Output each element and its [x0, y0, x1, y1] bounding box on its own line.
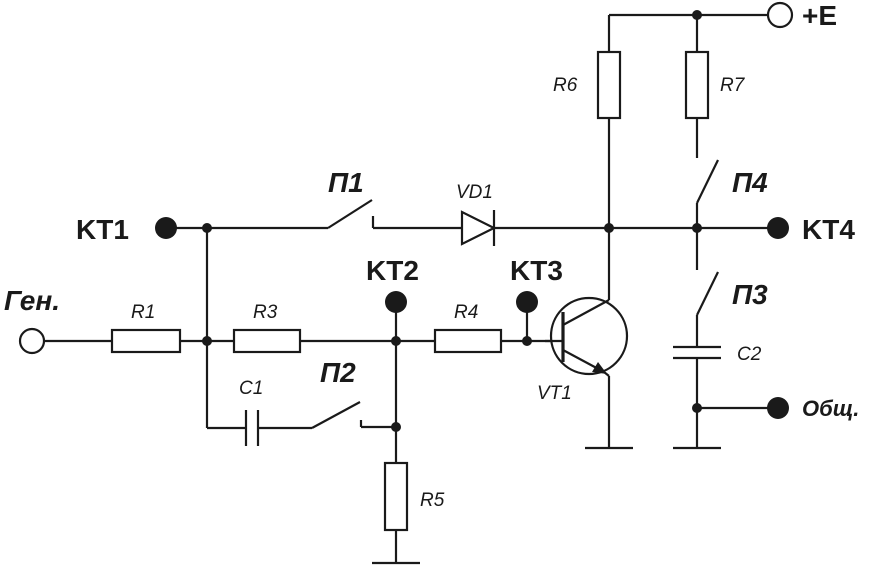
test-point-kt1	[155, 217, 177, 239]
junction-r3-r4	[391, 336, 401, 346]
test-point-kt3	[516, 291, 538, 313]
label-r5: R5	[420, 490, 445, 511]
label-kt4: KT4	[802, 214, 855, 245]
label-generator: Ген.	[4, 285, 60, 316]
label-r3: R3	[253, 302, 278, 323]
resistor-r6	[596, 50, 622, 120]
label-p1: П1	[328, 167, 364, 198]
label-p3: П3	[732, 279, 768, 310]
resistor-r5	[383, 461, 409, 532]
label-kt3: KT3	[510, 255, 563, 286]
label-r7: R7	[720, 75, 746, 96]
switch-p3-blade	[696, 271, 719, 316]
switch-p2-blade	[311, 401, 361, 429]
label-common: Общ.	[802, 396, 859, 421]
junction-kt1	[202, 223, 212, 233]
resistor-r3	[232, 328, 302, 354]
test-point-kt2	[385, 291, 407, 313]
label-r4: R4	[454, 302, 478, 323]
label-vd1: VD1	[456, 182, 493, 203]
resistor-r1	[110, 328, 182, 354]
junction-supply	[692, 10, 702, 20]
label-kt2: KT2	[366, 255, 419, 286]
junction-r1-r3	[202, 336, 212, 346]
label-c2: C2	[737, 344, 762, 365]
label-p2: П2	[320, 357, 356, 388]
resistor-r7	[684, 50, 710, 120]
label-kt1: KT1	[76, 214, 129, 245]
label-r6: R6	[553, 75, 578, 96]
terminal-supply	[766, 1, 794, 29]
junction-common	[692, 403, 702, 413]
vt1-collector-lead	[562, 299, 610, 326]
junction-kt3	[522, 336, 532, 346]
junction-r5	[391, 422, 401, 432]
vt1-emitter-arrow	[592, 362, 607, 374]
label-r1: R1	[131, 302, 155, 323]
test-point-common	[767, 397, 789, 419]
label-c1: C1	[239, 378, 263, 399]
label-p4: П4	[732, 167, 768, 198]
switch-p4-blade	[696, 159, 719, 204]
test-point-kt4	[767, 217, 789, 239]
vd1-triangle	[460, 210, 497, 246]
junction-collector	[604, 223, 614, 233]
vt1-emitter-tail	[603, 371, 610, 377]
resistor-r4	[433, 328, 503, 354]
junction-kt4	[692, 223, 702, 233]
terminal-generator	[18, 327, 46, 355]
label-vt1: VT1	[537, 383, 572, 404]
label-supply: +E	[802, 0, 837, 31]
switch-p1-blade	[327, 199, 373, 229]
